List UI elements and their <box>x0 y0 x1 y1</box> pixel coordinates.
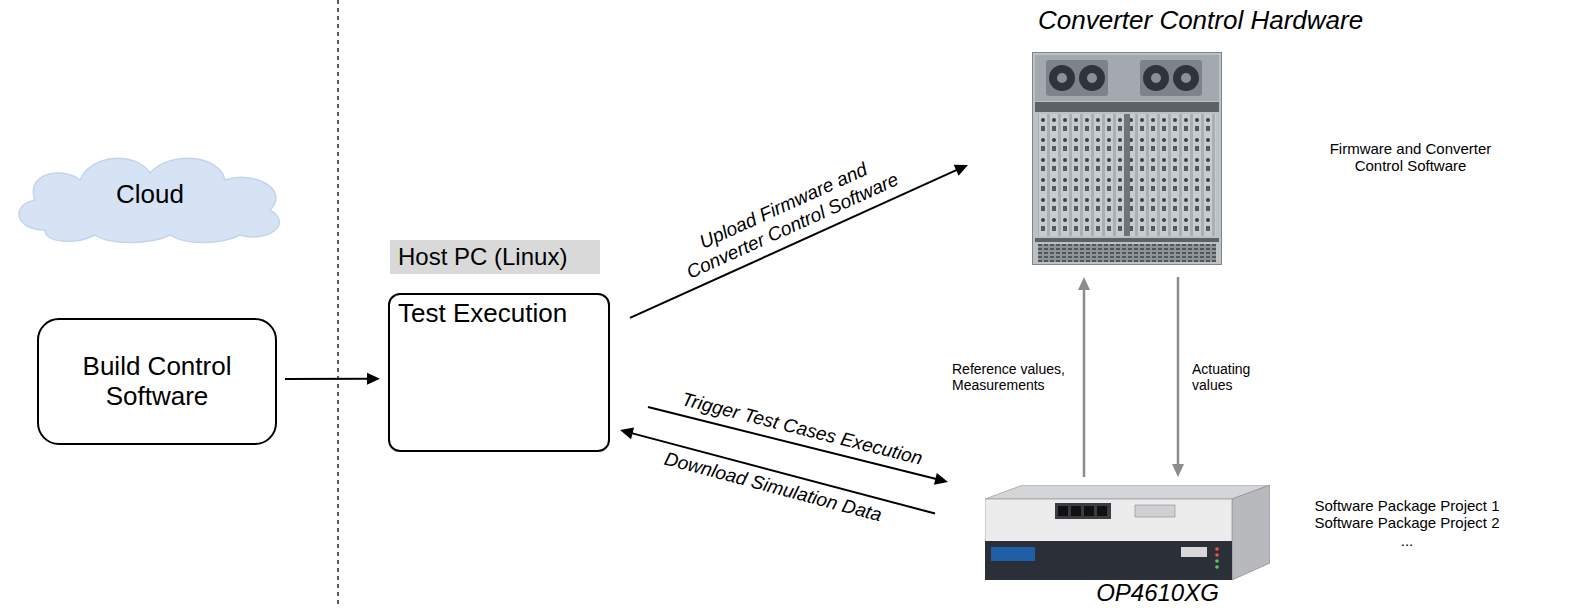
connector-line <box>1177 277 1180 466</box>
package-list: Software Package Project 1 Software Pack… <box>1310 497 1504 549</box>
arrow-head <box>954 165 968 176</box>
cloud-label: Cloud <box>116 180 184 210</box>
device-band <box>985 541 1232 580</box>
process-box: Build Control Software <box>37 318 277 445</box>
cloud-outline <box>19 158 279 242</box>
connector <box>1172 277 1184 477</box>
connector <box>1078 277 1090 477</box>
edge-label: Actuating values <box>1192 361 1272 393</box>
connector-line <box>1083 288 1086 477</box>
edge-label: Reference values, Measurements <box>952 361 1070 393</box>
arrow-head <box>1078 277 1090 290</box>
card-slots <box>1038 114 1124 236</box>
arrow-head <box>934 473 948 485</box>
simulator-node: Software Package Project 1 Software Pack… <box>985 485 1270 580</box>
cloud-node: Cloud <box>5 145 295 245</box>
simulator-illustration <box>985 485 1270 580</box>
device-ports <box>1055 503 1111 519</box>
fan-unit <box>1140 60 1202 96</box>
fan-tray <box>1035 55 1219 101</box>
box-label: Build Control Software <box>39 352 275 412</box>
connector <box>285 373 380 385</box>
hardware-title: Converter Control Hardware <box>1038 6 1363 36</box>
connector-line <box>285 378 369 380</box>
host-heading: Host PC (Linux) <box>390 240 600 274</box>
box-label: Test Execution <box>390 295 575 333</box>
device-logo <box>991 547 1035 561</box>
arrow-head <box>367 373 380 385</box>
boundary-line <box>337 0 338 608</box>
simulator-caption: OP4610XG <box>1015 580 1300 606</box>
rack-rail <box>1035 102 1219 112</box>
hardware-note: Firmware and Converter Control Software <box>1323 140 1498 175</box>
hardware-node: Converter Control HardwareFirmware and C… <box>1032 52 1222 265</box>
device-front <box>985 499 1232 580</box>
device-top <box>985 485 1270 499</box>
rack-chassis <box>1033 53 1222 265</box>
arrow-head <box>620 428 634 440</box>
device-side <box>1232 485 1270 580</box>
rack-grille <box>1038 244 1216 262</box>
card-slots <box>1130 114 1216 236</box>
fan-unit <box>1046 60 1108 96</box>
edge-label: Upload Firmware and Converter Control So… <box>669 147 906 286</box>
host-box: Host PC (Linux)Test Execution <box>388 293 610 452</box>
control-rack-illustration <box>1032 52 1222 265</box>
edge-label: Download Simulation Data <box>650 445 897 530</box>
arrow-head <box>1172 464 1184 477</box>
